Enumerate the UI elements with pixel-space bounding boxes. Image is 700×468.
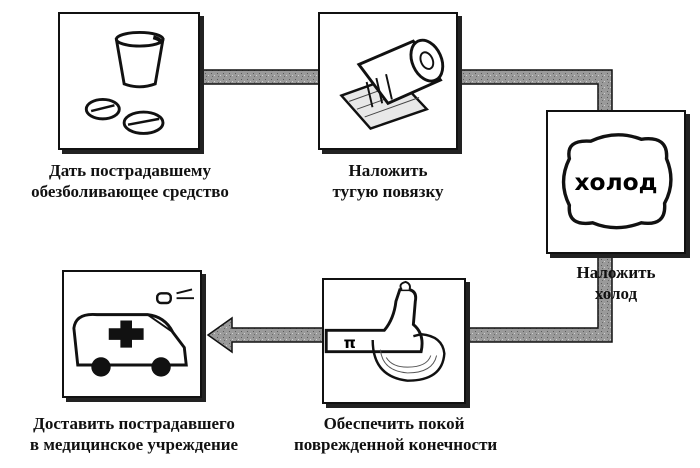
connector-1 [197,69,329,85]
step-box-transport [62,270,202,398]
step-box-painkiller [58,12,200,150]
caption-line: тугую повязку [332,182,444,201]
step-box-rest: π [322,278,466,404]
caption-line: Наложить [576,263,656,282]
pills-and-cup-icon [84,30,165,135]
caption-bandage: Наложить тугую повязку [288,160,488,202]
caption-line: Доставить пострадавшего [33,414,235,433]
caption-line: поврежденной конечности [294,435,498,454]
bandage-roll-icon [339,38,445,130]
cold-label: холод [575,169,658,196]
caption-painkiller: Дать пострадавшему обезболивающее средст… [20,160,240,202]
caption-line: Наложить [348,161,428,180]
caption-line: Обеспечить покой [323,414,465,433]
ambulance-icon [72,288,194,377]
caption-cold: Наложить холод [526,262,700,304]
caption-line: обезболивающее средство [31,182,229,201]
caption-rest: Обеспечить покой поврежденной конечности [294,413,498,455]
cold-pack-icon: холод [561,133,673,230]
caption-line: холод [594,284,638,303]
caption-line: Дать пострадавшему [49,161,211,180]
step-box-cold: холод [546,110,686,254]
step-box-bandage [318,12,458,150]
connector-arrow-4 [206,316,331,354]
splinted-limb-icon: π [324,280,446,382]
caption-line: в медицинское учреждение [29,435,239,454]
caption-transport: Доставить пострадавшего в медицинское уч… [18,413,250,455]
hand-label: π [344,334,356,352]
connector-2 [453,69,613,113]
